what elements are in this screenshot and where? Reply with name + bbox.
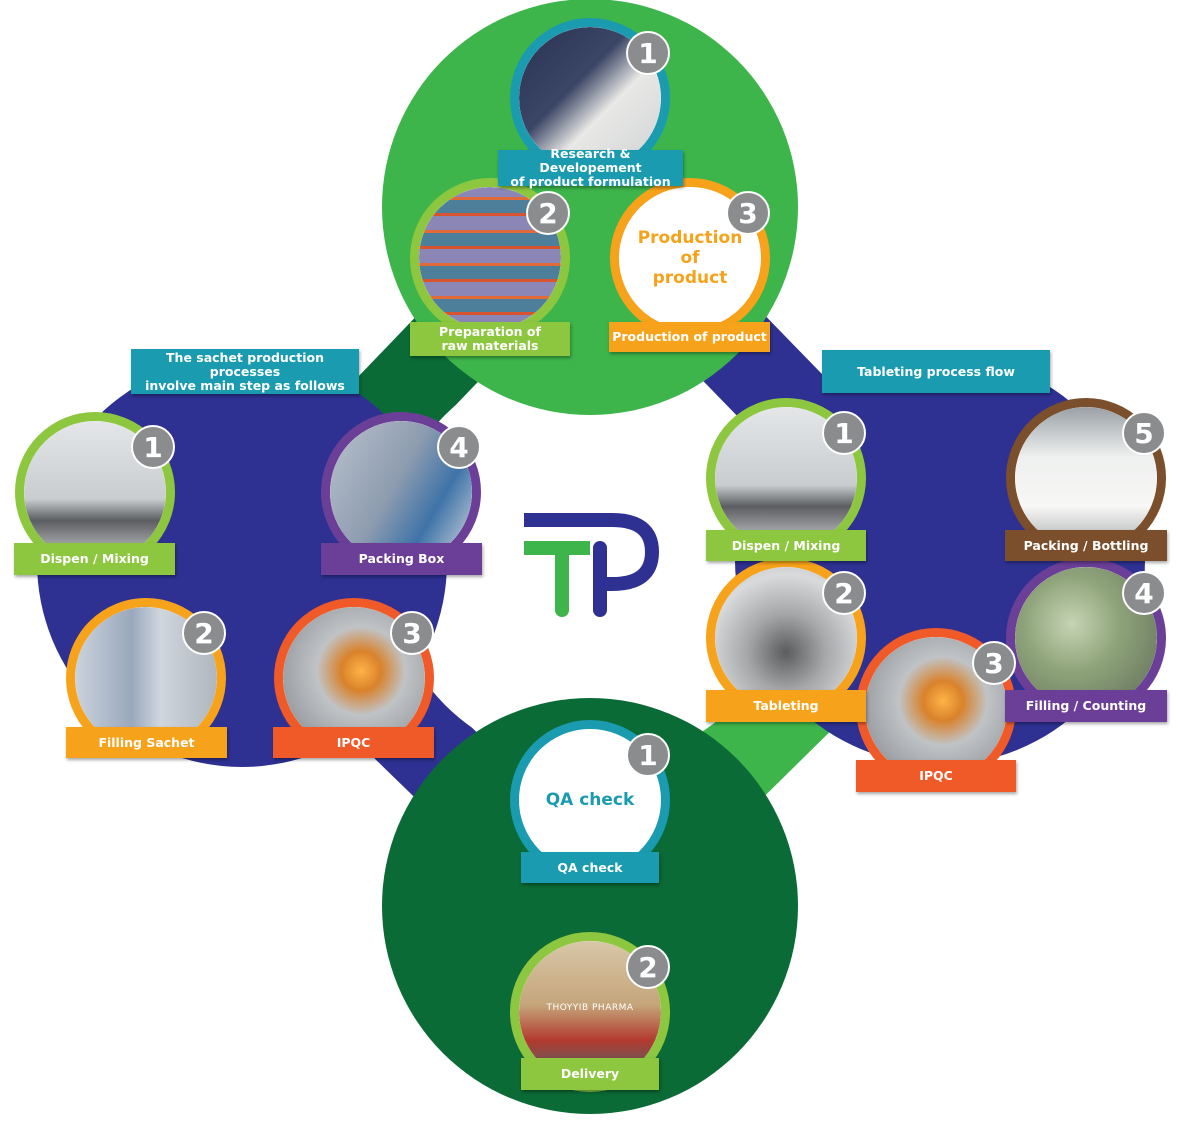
step-label: Research & Developement of product formu… (498, 147, 683, 189)
step-label: Delivery (521, 1058, 659, 1090)
step-number-badge: 1 (822, 411, 866, 455)
step-label: Dispen / Mixing (14, 543, 175, 575)
step-number-badge: 1 (626, 733, 670, 777)
step-number-badge: 4 (1122, 571, 1166, 615)
step-number-badge: 2 (626, 945, 670, 989)
tp-logo (524, 513, 660, 617)
step-label: Tableting (706, 690, 866, 722)
step-number-badge: 1 (626, 31, 670, 75)
step-number-badge: 3 (390, 611, 434, 655)
tablet-title: Tableting process flow (822, 350, 1050, 393)
step-label: Packing / Bottling (1005, 530, 1167, 561)
step-label: Preparation of raw materials (410, 322, 570, 356)
step-number-badge: 2 (822, 571, 866, 615)
step-label: IPQC (273, 727, 434, 758)
step-number-badge: 5 (1122, 411, 1166, 455)
step-number-badge: 3 (972, 641, 1016, 685)
step-label: Dispen / Mixing (706, 530, 866, 561)
step-label: Filling / Counting (1005, 690, 1167, 722)
step-label: QA check (521, 852, 659, 883)
step-label: Production of product (609, 322, 770, 352)
step-label: Filling Sachet (66, 727, 227, 758)
step-number-badge: 3 (726, 191, 770, 235)
bottom-circle (382, 698, 798, 1114)
step-number-badge: 4 (437, 425, 481, 469)
step-inner-text: Production of product (619, 187, 761, 329)
photo-watermark: THOYYIB PHARMA (546, 1003, 634, 1013)
sachet-title: The sachet production processes involve … (131, 349, 359, 394)
step-label: Packing Box (321, 543, 482, 575)
step-number-badge: 2 (526, 191, 570, 235)
step-number-badge: 2 (182, 611, 226, 655)
step-inner-text: QA check (519, 729, 661, 871)
step-number-badge: 1 (131, 425, 175, 469)
step-label: IPQC (856, 760, 1016, 792)
